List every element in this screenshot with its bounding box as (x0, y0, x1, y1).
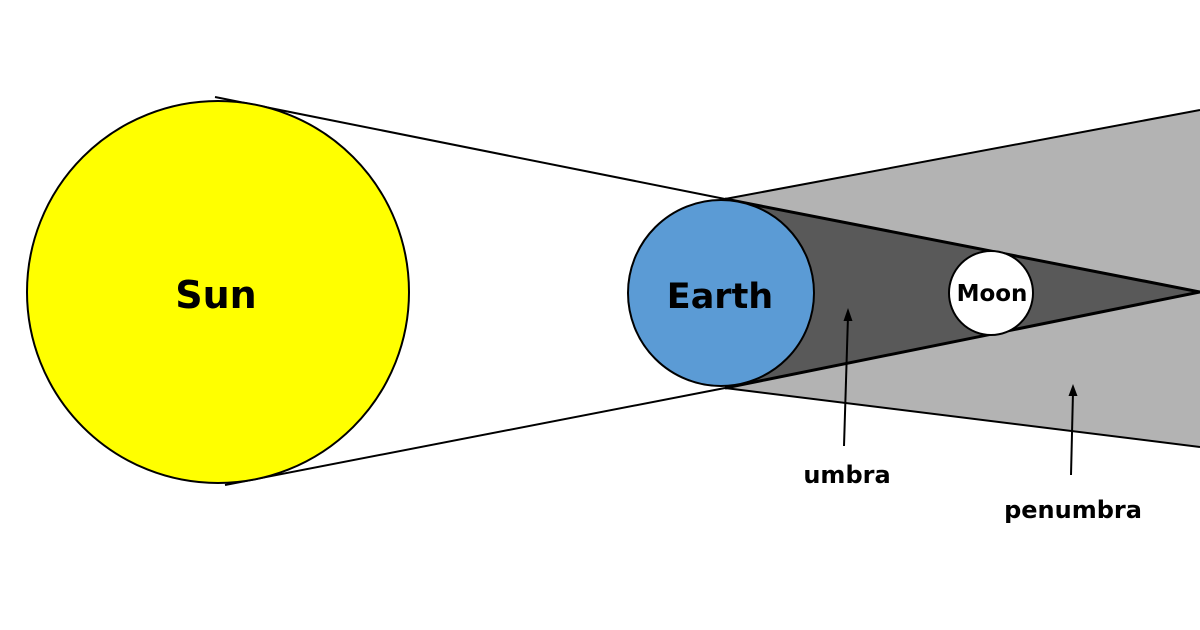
umbra-label: umbra (803, 461, 890, 489)
sun-label: Sun (175, 273, 256, 317)
penumbra-label: penumbra (1004, 496, 1142, 524)
moon-label: Moon (957, 281, 1028, 307)
earth-label: Earth (667, 277, 773, 317)
